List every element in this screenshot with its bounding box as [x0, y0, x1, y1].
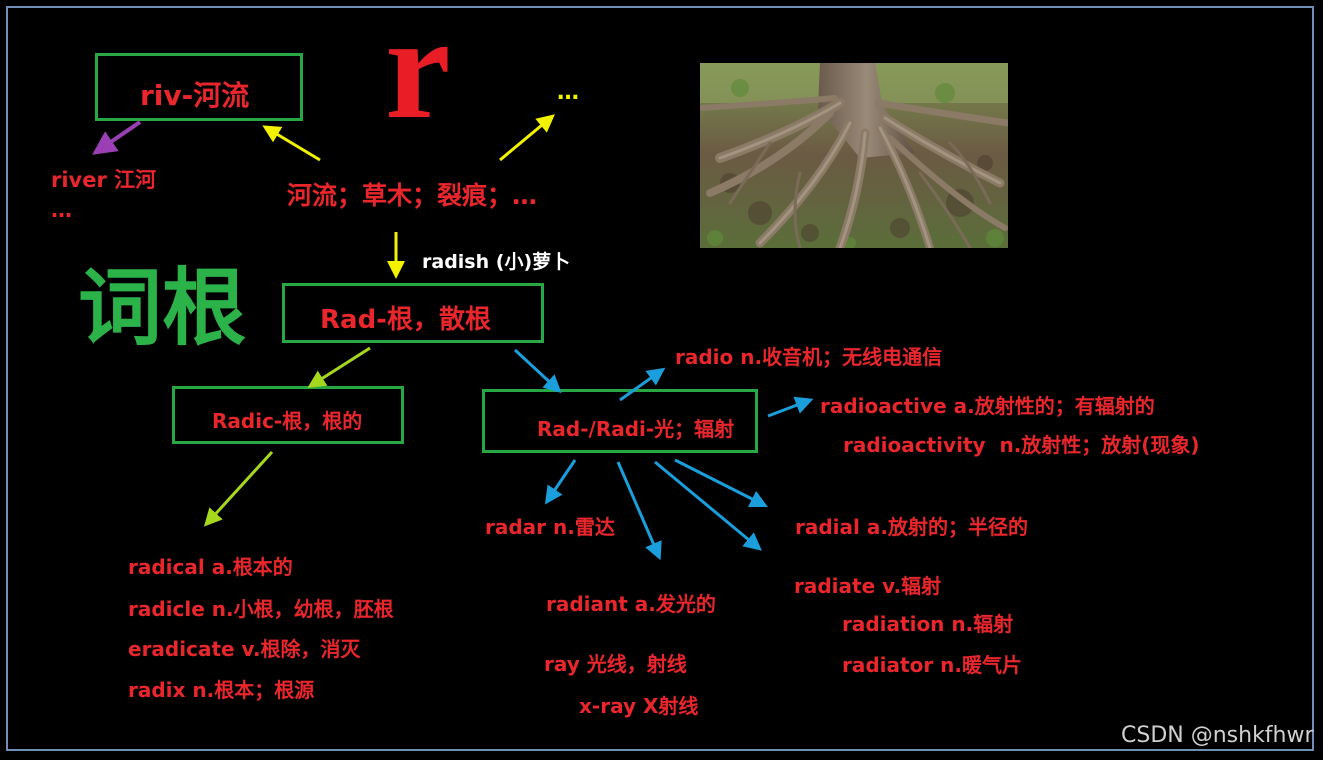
arrow-to-radar	[550, 460, 575, 497]
arrow-to-river	[102, 122, 140, 148]
arrow-to-ellipsis	[500, 120, 548, 160]
arrow-to-radic-words	[210, 452, 272, 520]
arrow-to-radic	[315, 348, 370, 383]
arrow-to-radiant	[618, 462, 657, 552]
arrow-to-radio	[620, 373, 658, 400]
arrow-to-riv	[270, 130, 320, 160]
arrow-to-radial	[675, 460, 760, 503]
arrow-to-rad-radi	[515, 350, 555, 387]
arrow-to-radioactive	[768, 402, 805, 416]
